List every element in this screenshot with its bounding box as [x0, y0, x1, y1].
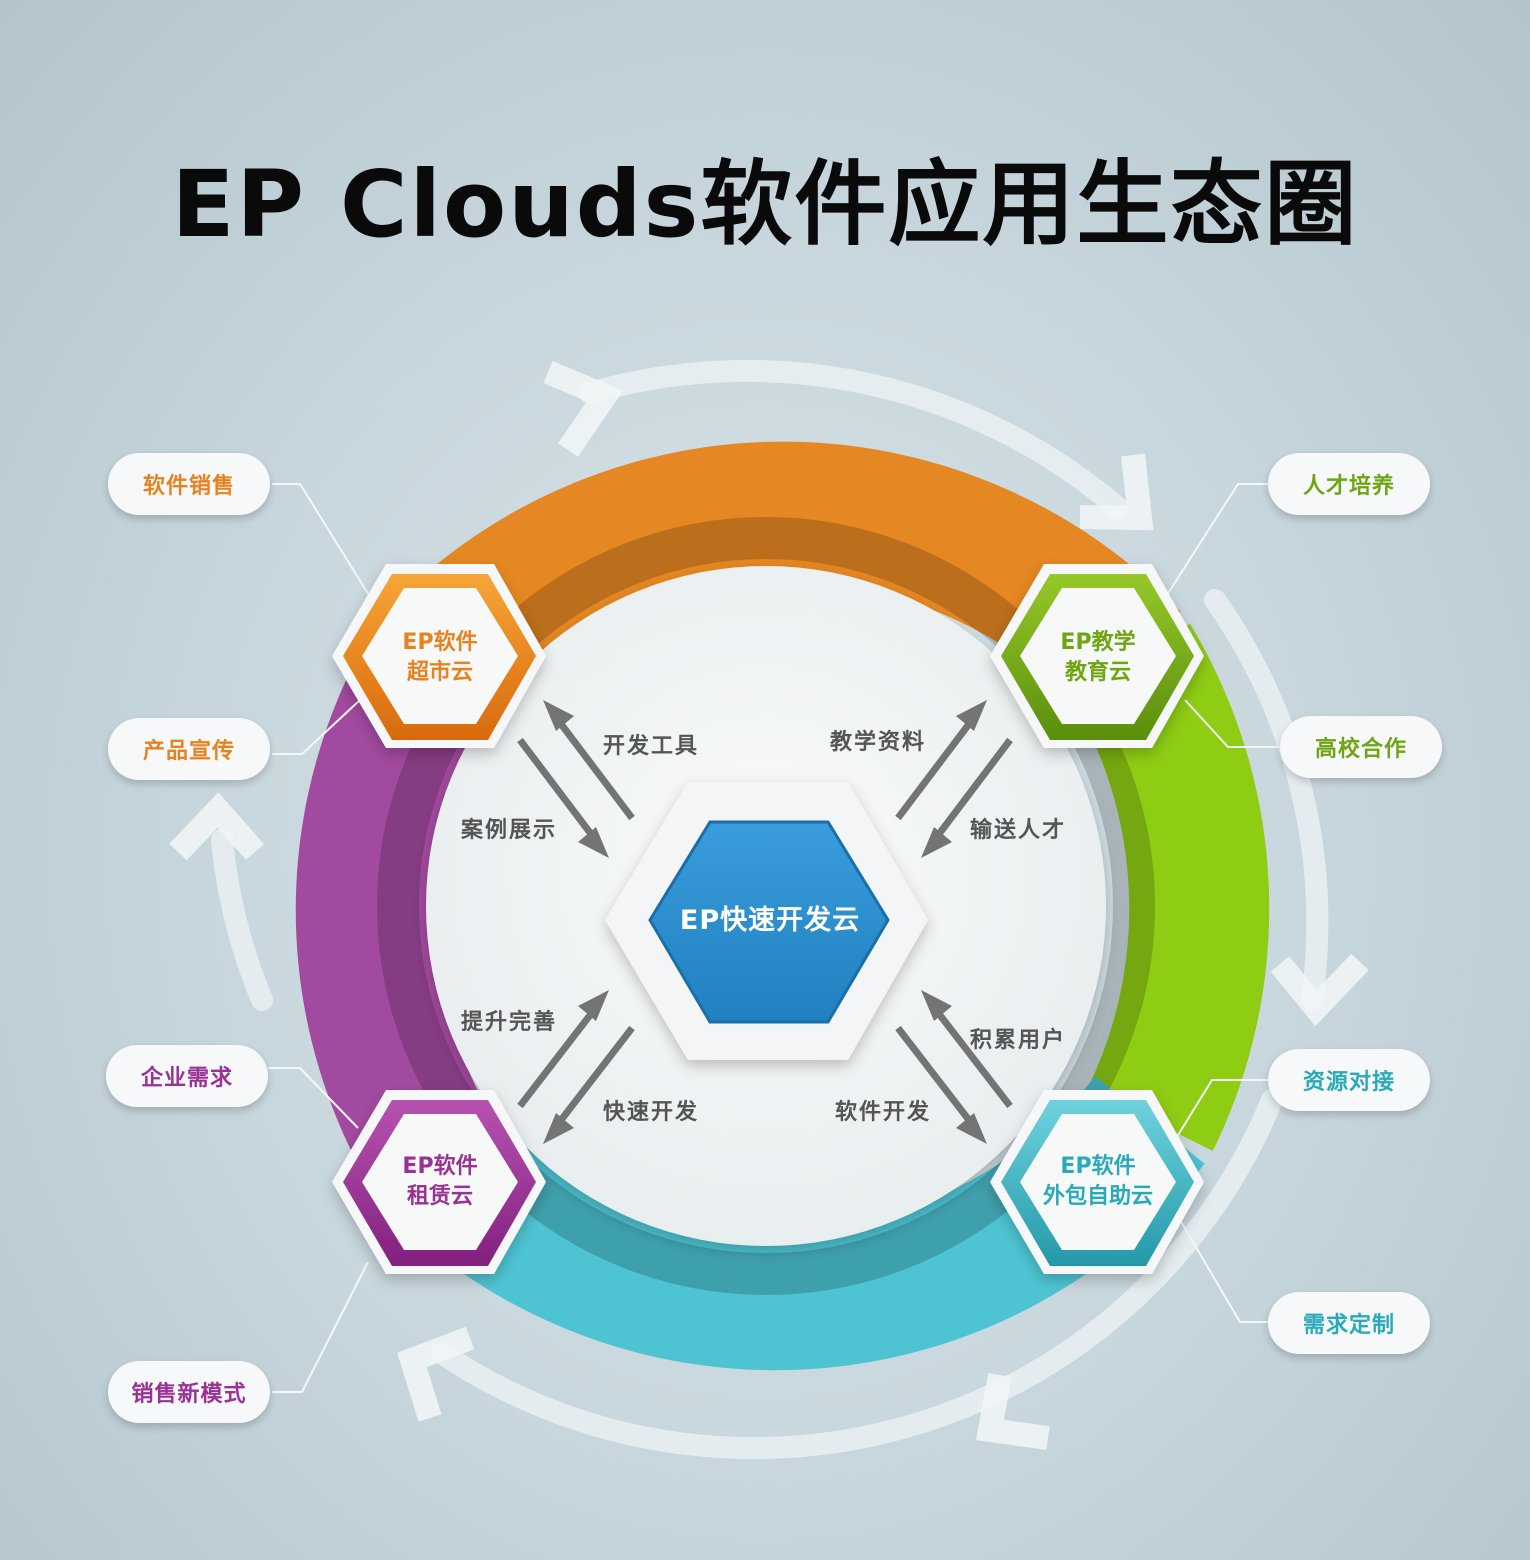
hexagon-bottom-right [990, 1090, 1204, 1274]
tag-new-sales-model: 销售新模式 [108, 1361, 270, 1423]
cloud-label-line: 教育云 [1064, 660, 1131, 685]
outer-cycle [211, 359, 1329, 1460]
flow-label-software-dev: 软件开发 [835, 1100, 932, 1125]
flow-label-talent-delivery: 输送人才 [970, 818, 1067, 843]
flow-label-improve: 提升完善 [461, 1010, 558, 1035]
tag-talent-training: 人才培养 [1268, 453, 1430, 515]
cloud-label-top-right: EP教学 教育云 [1038, 628, 1158, 688]
cycle-arc-bottom [429, 1089, 1283, 1460]
cycle-arrowhead-left [169, 792, 265, 861]
cycle-arrowhead-bottom [975, 1372, 1050, 1450]
tag-software-sales: 软件销售 [108, 453, 270, 515]
cloud-label-bottom-right: EP软件 外包自助云 [1028, 1152, 1168, 1212]
tag-product-promotion: 产品宣传 [108, 718, 270, 780]
cloud-label-line: EP软件 [402, 1154, 478, 1179]
flow-label-dev-tools: 开发工具 [603, 734, 700, 759]
connector-lines [268, 483, 1280, 1393]
cycle-arc-top [579, 359, 1129, 519]
cloud-label-line: 租赁云 [406, 1184, 473, 1209]
cloud-label-line: EP教学 [1060, 630, 1136, 655]
ring-inner-shade [377, 517, 1155, 1295]
center-hexagon [605, 782, 928, 1060]
flow-label-case-showcase: 案例展示 [461, 818, 558, 843]
tag-university-cooperation: 高校合作 [1280, 716, 1442, 778]
hexagon-bottom-left [332, 1090, 546, 1274]
center-cloud-label: EP快速开发云 [679, 905, 861, 936]
tag-resource-matching: 资源对接 [1268, 1049, 1430, 1111]
cycle-arrowheads [169, 360, 1369, 1450]
cycle-arc-right [1204, 589, 1329, 1011]
cycle-arrowhead-top [543, 360, 624, 457]
tag-enterprise-demand: 企业需求 [106, 1045, 268, 1107]
hexagon-top-left [332, 564, 546, 748]
cloud-label-line: EP软件 [1060, 1154, 1136, 1179]
flow-label-accumulate-users: 积累用户 [970, 1028, 1067, 1053]
flow-label-teaching-materials: 教学资料 [830, 730, 927, 755]
cloud-label-line: 超市云 [406, 660, 473, 685]
cloud-label-line: 外包自助云 [1042, 1184, 1153, 1209]
page-title: EP Clouds软件应用生态圈 [171, 151, 1359, 258]
cycle-arrowhead-bottomright [1270, 953, 1369, 1027]
cloud-label-bottom-left: EP软件 租赁云 [380, 1152, 500, 1212]
flow-label-rapid-dev: 快速开发 [603, 1100, 700, 1125]
hexagon-top-right [990, 564, 1204, 748]
cycle-arc-left [211, 829, 273, 1011]
cloud-label-line: EP软件 [402, 630, 478, 655]
cycle-arrowhead-bottomleft [397, 1326, 475, 1422]
cloud-label-top-left: EP软件 超市云 [380, 628, 500, 688]
flow-arrows [517, 700, 1013, 1144]
cycle-arrowhead-right [1079, 453, 1154, 531]
tag-custom-requirements: 需求定制 [1268, 1292, 1430, 1354]
